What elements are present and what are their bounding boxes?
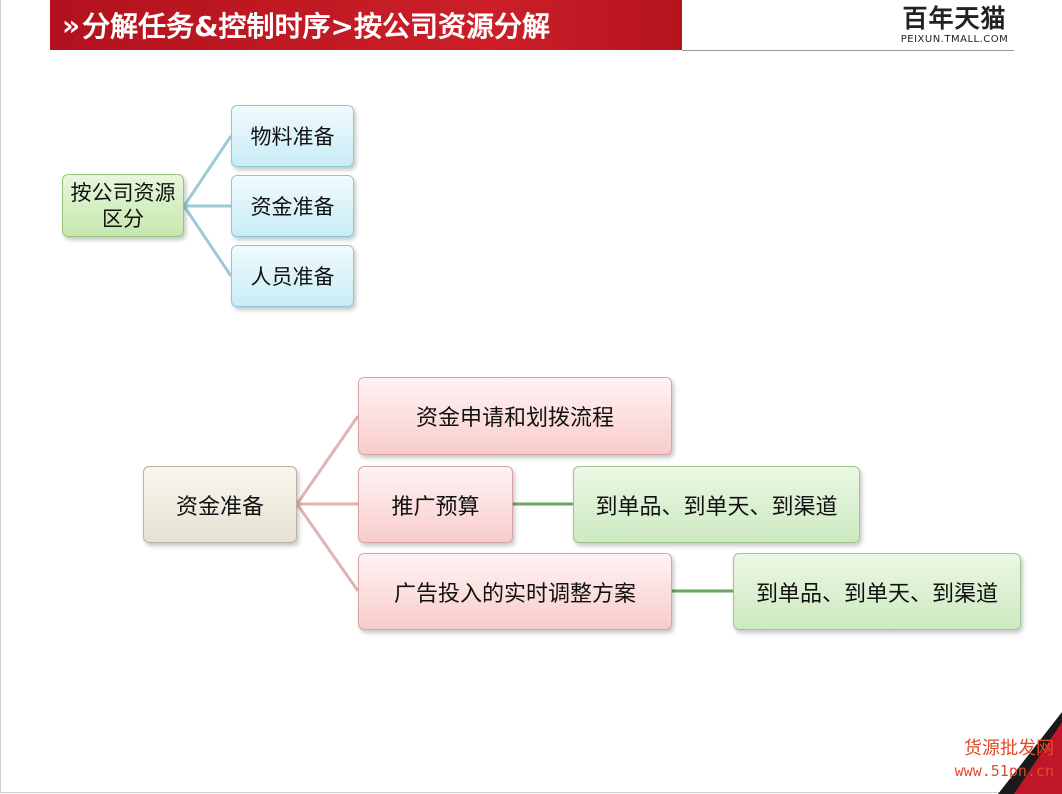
detail-connectors [513,502,733,593]
node-adjustment-detail: 到单品、到单天、到渠道 [733,553,1021,630]
title-banner: » 分解任务&控制时序>按公司资源分解 [50,0,682,50]
root-node-company-resources: 按公司资源 区分 [62,174,184,237]
node-ad-adjustment: 广告投入的实时调整方案 [358,553,672,630]
page-title: 分解任务&控制时序>按公司资源分解 [82,10,550,43]
node-fund-application: 资金申请和划拨流程 [358,377,672,455]
watermark: 货源批发网 www.51pn.cn [938,712,1062,794]
watermark-text: 货源批发网 [964,738,1054,759]
brand-logo: 百年天猫 PEIXUN.TMALL.COM [892,4,1017,46]
watermark-corner-icon [998,712,1062,794]
header-divider [682,50,1014,51]
connector-root-to-staff [182,205,233,277]
logo-url: PEIXUN.TMALL.COM [900,34,1009,45]
watermark-url: www.51pn.cn [954,762,1054,780]
connector-root-to-materials [182,135,233,207]
logo-text: 百年天猫 [902,4,1007,33]
bottom-connectors [295,415,360,592]
node-staff: 人员准备 [231,245,354,307]
node-promo-budget: 推广预算 [358,466,513,543]
root-node-funds-prep: 资金准备 [143,466,297,543]
connector-funds-to-adjustment [295,503,360,592]
top-connectors [182,135,233,277]
node-materials: 物料准备 [231,105,354,167]
node-budget-detail: 到单品、到单天、到渠道 [573,466,860,543]
connector-funds-to-application [295,415,360,505]
node-funds: 资金准备 [231,175,354,237]
